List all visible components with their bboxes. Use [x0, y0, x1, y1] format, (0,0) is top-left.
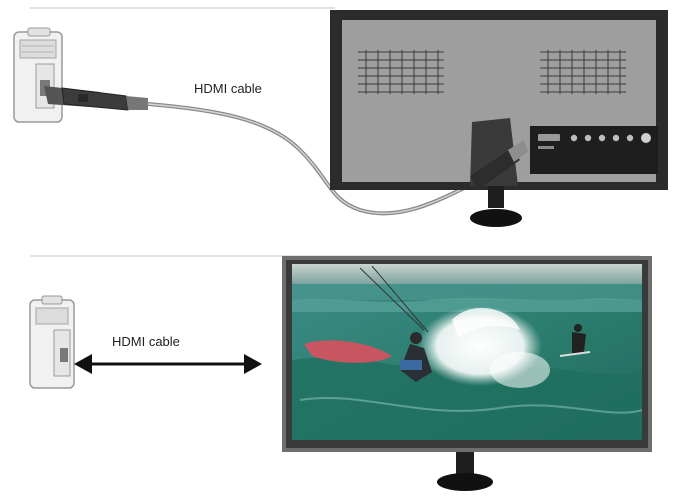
hdmi-connector-icon	[44, 86, 148, 111]
bottom-cable-label: HDMI cable	[112, 334, 180, 349]
action-camera-icon	[29, 295, 75, 389]
kitesurfer-foreground	[304, 332, 432, 382]
kitesurfer-background	[559, 324, 591, 357]
vent-grille-left	[358, 50, 444, 94]
top-cable-label: HDMI cable	[194, 81, 262, 96]
tv-screen-icon	[282, 256, 652, 452]
tv-stand-bottom	[437, 452, 493, 491]
port-panel	[530, 126, 658, 174]
bottom-panel: HDMI cable	[29, 255, 652, 491]
action-camera-icon	[13, 27, 63, 123]
tv-hdmi-plug	[470, 140, 528, 190]
vent-grille-right	[540, 50, 626, 94]
double-arrow-icon	[74, 354, 262, 374]
top-panel: HDMI cable	[13, 7, 668, 227]
